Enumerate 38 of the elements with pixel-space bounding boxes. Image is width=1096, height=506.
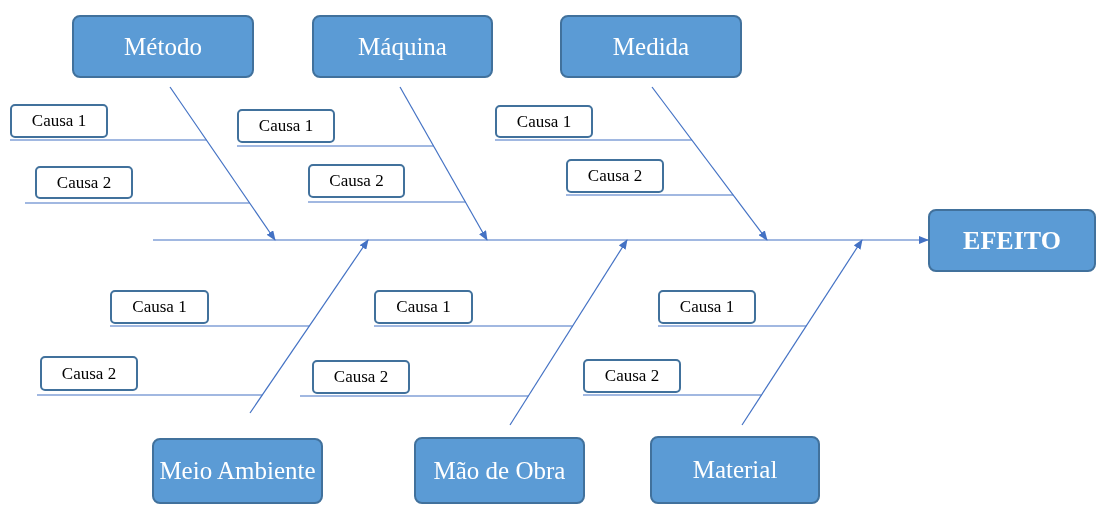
cause-box: Causa 1 [237, 109, 335, 143]
cause-box: Causa 2 [40, 356, 138, 391]
category-box: Máquina [312, 15, 493, 78]
category-box: Medida [560, 15, 742, 78]
cause-box: Causa 1 [374, 290, 473, 324]
bone-arrow [169, 86, 276, 241]
cause-line [494, 139, 693, 141]
bone-arrow [651, 86, 768, 241]
cause-box: Causa 2 [583, 359, 681, 393]
cause-line [9, 139, 207, 141]
spine-arrow [152, 236, 929, 244]
cause-box: Causa 2 [35, 166, 133, 199]
cause-box: Causa 1 [495, 105, 593, 138]
category-box: Método [72, 15, 254, 78]
bone-arrow [249, 239, 369, 414]
cause-line [657, 325, 807, 327]
cause-line [307, 201, 466, 203]
cause-box: Causa 1 [10, 104, 108, 138]
category-box: Material [650, 436, 820, 504]
cause-line [373, 325, 574, 327]
category-box: Meio Ambiente [152, 438, 323, 504]
cause-line [24, 202, 251, 204]
cause-line [36, 394, 263, 396]
cause-box: Causa 2 [312, 360, 410, 394]
cause-line [582, 394, 763, 396]
cause-box: Causa 2 [566, 159, 664, 193]
cause-line [565, 194, 734, 196]
cause-line [109, 325, 310, 327]
cause-box: Causa 1 [658, 290, 756, 324]
cause-box: Causa 1 [110, 290, 209, 324]
effect-box: EFEITO [928, 209, 1096, 272]
cause-line [236, 145, 435, 147]
bone-arrow [399, 86, 488, 241]
cause-line [299, 395, 529, 397]
bone-arrow [741, 239, 863, 426]
bone-arrow [509, 239, 628, 426]
category-box: Mão de Obra [414, 437, 585, 504]
cause-box: Causa 2 [308, 164, 405, 198]
